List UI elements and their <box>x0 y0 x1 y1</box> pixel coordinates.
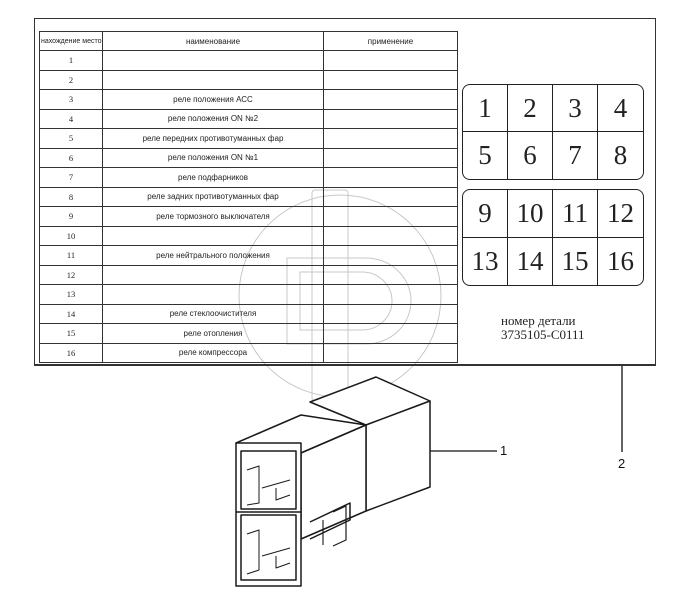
cell-name: реле отопления <box>102 323 324 344</box>
cell-place: 3 <box>39 89 103 110</box>
table-row: 1 <box>39 50 458 71</box>
socket-cell: 12 <box>598 190 643 238</box>
callout-1: 1 <box>500 443 508 458</box>
cell-use <box>323 50 458 71</box>
cell-use <box>323 108 458 129</box>
cell-use <box>323 284 458 305</box>
socket-cell: 5 <box>463 132 508 179</box>
header-use: применение <box>323 31 458 51</box>
cell-place: 4 <box>39 108 103 129</box>
socket-cell: 13 <box>463 237 508 285</box>
header-name: наименование <box>102 31 324 51</box>
cell-name: реле стеклоочистителя <box>102 303 324 324</box>
socket-cell: 9 <box>463 190 508 238</box>
socket-cell: 6 <box>508 132 553 179</box>
cell-use <box>323 89 458 110</box>
cell-place: 6 <box>39 147 103 168</box>
cell-name <box>102 50 324 71</box>
cell-place: 5 <box>39 128 103 149</box>
cell-use <box>323 225 458 246</box>
cell-place: 1 <box>39 50 103 71</box>
header-place: нахождение место <box>39 31 103 51</box>
cell-use <box>323 342 458 363</box>
cell-name: реле нейтрального положения <box>102 245 324 266</box>
cell-name: реле положения ON №2 <box>102 108 324 129</box>
cell-use <box>323 206 458 227</box>
cell-name: реле компрессора <box>102 342 324 363</box>
part-number-label: номер детали <box>501 313 576 328</box>
cell-use <box>323 303 458 324</box>
cell-name: реле задних противотуманных фар <box>102 186 324 207</box>
socket-cell: 11 <box>553 190 598 238</box>
cell-use <box>323 245 458 266</box>
relay-table: нахождение место наименование применение… <box>39 31 458 363</box>
cell-place: 16 <box>39 342 103 363</box>
socket-cell: 14 <box>508 237 553 285</box>
socket-cell: 7 <box>553 132 598 179</box>
cell-place: 7 <box>39 167 103 188</box>
socket-cell: 1 <box>463 85 508 132</box>
cell-name: реле положения АСС <box>102 89 324 110</box>
socket-cell: 16 <box>607 245 634 276</box>
cell-use <box>323 323 458 344</box>
cell-name: реле положения ON №1 <box>102 147 324 168</box>
cell-place: 14 <box>39 303 103 324</box>
cell-use <box>323 167 458 188</box>
cell-name <box>102 225 324 246</box>
relay-label-card <box>34 18 656 366</box>
cell-name: реле передних противотуманных фар <box>102 128 324 149</box>
cell-use <box>323 264 458 285</box>
cell-place: 15 <box>39 323 103 344</box>
cell-name <box>102 69 324 90</box>
cell-place: 10 <box>39 225 103 246</box>
cell-place: 13 <box>39 284 103 305</box>
cell-place: 2 <box>39 69 103 90</box>
table-row: 12 <box>39 264 458 285</box>
cell-name <box>102 284 324 305</box>
socket-cell: 3 <box>553 85 598 132</box>
socket-cell: 15 <box>553 237 598 285</box>
table-row: 2 <box>39 69 458 90</box>
cell-name <box>102 264 324 285</box>
table-row: 10 <box>39 225 458 246</box>
cell-place: 8 <box>39 186 103 207</box>
cell-place: 12 <box>39 264 103 285</box>
connector-housing <box>235 376 431 587</box>
socket-cell: 2 <box>508 85 553 132</box>
cell-use <box>323 128 458 149</box>
table-header-row: нахождение место наименование применение <box>39 31 458 51</box>
cell-name: реле подфарников <box>102 167 324 188</box>
part-number-value: 3735105-C0111 <box>501 327 585 342</box>
cell-place: 11 <box>39 245 103 266</box>
cell-use <box>323 147 458 168</box>
cell-name: реле тормозного выключателя <box>102 206 324 227</box>
socket-cell: 8 <box>613 140 628 170</box>
socket-cell: 4 <box>598 85 643 132</box>
cell-place: 9 <box>39 206 103 227</box>
table-row: 13 <box>39 284 458 305</box>
socket-cell: 10 <box>508 190 553 238</box>
callout-2: 2 <box>618 456 626 471</box>
cell-use <box>323 186 458 207</box>
cell-use <box>323 69 458 90</box>
